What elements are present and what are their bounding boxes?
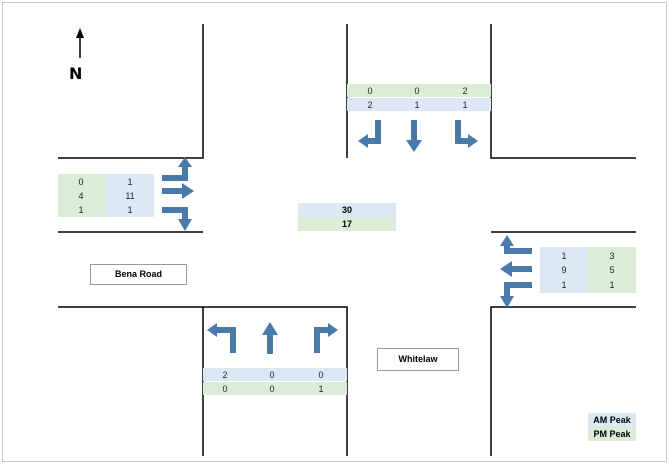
south-pm-1: 0 — [222, 384, 228, 394]
north-pm-1: 0 — [367, 86, 373, 96]
road-edge-se — [490, 306, 636, 456]
south-am-row — [203, 368, 347, 381]
north-arrow-head — [76, 28, 84, 38]
east-am-2: 9 — [561, 265, 567, 275]
road-label-south: Whitelaw — [377, 348, 459, 371]
north-right-turn-icon — [358, 120, 381, 148]
south-am-2: 0 — [269, 370, 275, 380]
west-pm-1: 0 — [78, 177, 84, 187]
east-am-3: 1 — [561, 280, 567, 290]
total-am-cell — [298, 203, 396, 217]
south-straight-icon — [262, 322, 278, 354]
road-edge-ne — [490, 24, 636, 159]
south-pm-row — [203, 382, 347, 395]
north-label: N — [69, 64, 83, 83]
north-am-row — [347, 98, 491, 111]
total-pm-cell — [298, 217, 396, 231]
legend-pm: PM Peak — [593, 429, 631, 439]
road-edge-nw — [58, 24, 204, 159]
north-pm-2: 0 — [414, 86, 420, 96]
east-pm-1: 3 — [609, 251, 615, 261]
north-am-1: 2 — [367, 100, 373, 110]
south-pm-2: 0 — [269, 384, 275, 394]
east-straight-icon — [500, 261, 532, 277]
north-straight-icon — [406, 120, 422, 152]
legend-am: AM Peak — [593, 415, 631, 425]
east-left-turn-icon — [500, 282, 532, 308]
north-left-turn-icon — [455, 120, 478, 148]
west-am-3: 1 — [127, 205, 133, 215]
west-straight-icon — [162, 183, 194, 199]
legend-am-swatch — [588, 413, 636, 427]
north-pm-3: 2 — [462, 86, 468, 96]
south-am-3: 0 — [318, 370, 324, 380]
east-am-1: 1 — [561, 251, 567, 261]
total-am: 30 — [341, 205, 352, 215]
west-right-turn-icon — [162, 207, 192, 231]
east-right-turn-icon — [500, 235, 532, 254]
legend-pm-swatch — [588, 427, 636, 441]
south-pm-3: 1 — [318, 384, 324, 394]
east-am-col — [540, 247, 588, 293]
east-pm-2: 5 — [609, 265, 615, 275]
south-am-1: 2 — [222, 370, 228, 380]
road-label-west: Bena Road — [90, 264, 187, 285]
west-pm-col — [58, 174, 106, 217]
diagram-frame — [2, 2, 667, 462]
west-pm-3: 1 — [78, 205, 84, 215]
road-edge-sw — [58, 306, 348, 456]
east-pm-3: 1 — [609, 280, 615, 290]
south-left-turn-icon — [207, 323, 236, 353]
west-am-col — [106, 174, 154, 217]
west-pm-2: 4 — [78, 191, 84, 201]
north-am-3: 1 — [462, 100, 468, 110]
total-pm: 17 — [341, 219, 352, 229]
east-pm-col — [588, 247, 636, 293]
west-am-2: 11 — [125, 191, 135, 201]
north-pm-row — [347, 84, 491, 97]
south-right-turn-icon — [314, 323, 338, 353]
west-am-1: 1 — [127, 177, 133, 187]
west-left-turn-icon — [162, 157, 192, 181]
north-am-2: 1 — [414, 100, 420, 110]
